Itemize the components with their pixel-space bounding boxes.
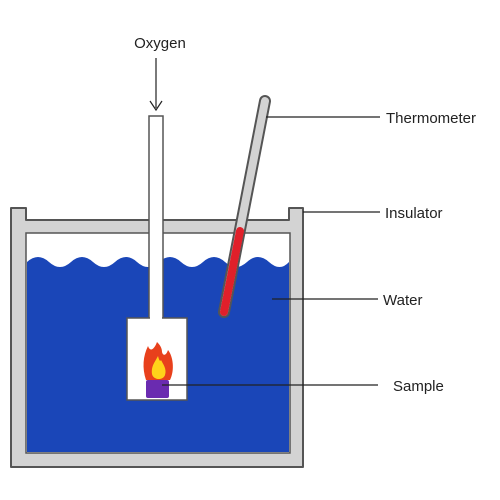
leader-lines [149, 58, 380, 386]
oxygen-arrowhead [149, 100, 163, 112]
thermometer-icon [218, 95, 271, 318]
insulator-label: Insulator [385, 205, 443, 222]
oxygen-pipe [148, 115, 164, 331]
sample-label: Sample [393, 378, 444, 395]
flame-icon [143, 342, 173, 380]
oxygen-label: Oxygen [134, 35, 186, 52]
pipe-opening [150, 316, 162, 321]
water-label: Water [383, 292, 422, 309]
thermometer-label: Thermometer [386, 110, 476, 127]
sample-cup-icon [146, 380, 169, 398]
